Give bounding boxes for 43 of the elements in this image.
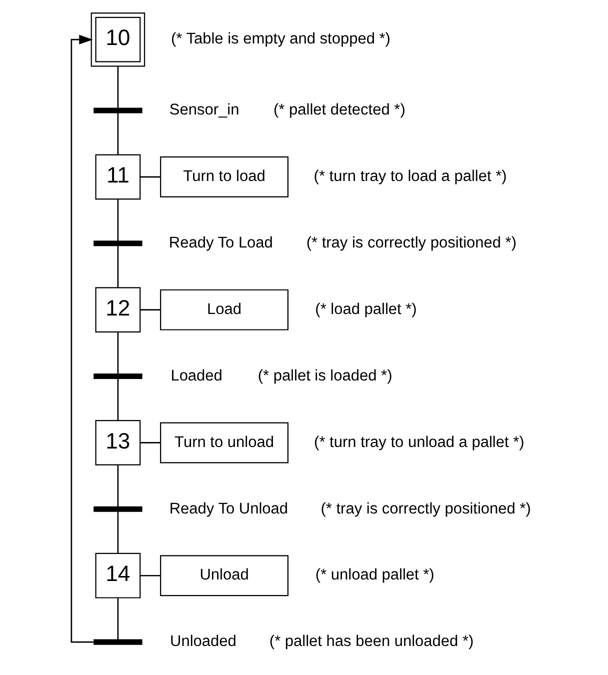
node-bar	[94, 506, 142, 512]
node-label: (* tray is correctly positioned *)	[320, 500, 531, 518]
connector	[117, 598, 119, 640]
node-box: 14	[95, 552, 141, 598]
connector	[117, 332, 119, 374]
node-label: (* pallet has been unloaded *)	[269, 633, 474, 650]
connector	[117, 465, 119, 507]
connector	[140, 309, 160, 310]
connector	[117, 66, 119, 108]
connector	[117, 199, 119, 241]
node-box: Turn to load	[160, 156, 288, 198]
node-bar	[94, 639, 142, 645]
node-label: (* tray is correctly positioned *)	[306, 234, 517, 252]
connector	[140, 574, 160, 576]
node-box: 13	[95, 420, 141, 466]
node-box: Load	[160, 289, 288, 330]
arrow	[70, 34, 94, 643]
node-box: 11	[95, 154, 141, 200]
node-label: (* turn tray to load a pallet *)	[314, 168, 507, 186]
node-box: 12	[95, 287, 141, 333]
node-label: Unloaded	[170, 633, 236, 650]
node-box: Unload	[160, 555, 288, 596]
node-label: (* unload pallet *)	[315, 566, 434, 584]
node-label: (* pallet is loaded *)	[258, 367, 392, 384]
node-label: (* pallet detected *)	[274, 102, 406, 119]
node-bar	[94, 108, 142, 114]
connector	[117, 512, 119, 554]
node-label: Ready To Unload	[169, 500, 288, 518]
connector	[117, 378, 119, 420]
node-bar	[94, 374, 142, 380]
connector	[117, 113, 119, 154]
node-label: (* turn tray to unload a pallet *)	[314, 434, 524, 451]
node-label: Ready To Load	[168, 234, 273, 252]
node-box: 10	[90, 12, 146, 67]
node-box: Turn to unload	[160, 422, 288, 464]
node-label: Sensor_in	[169, 102, 240, 119]
connector	[140, 442, 160, 444]
node-label: Loaded	[170, 367, 222, 384]
node-label: (* Table is empty and stopped *)	[171, 30, 390, 48]
connector	[117, 246, 119, 288]
node-label: (* load pallet *)	[315, 300, 417, 318]
node-bar	[94, 240, 142, 246]
connector	[140, 176, 160, 178]
